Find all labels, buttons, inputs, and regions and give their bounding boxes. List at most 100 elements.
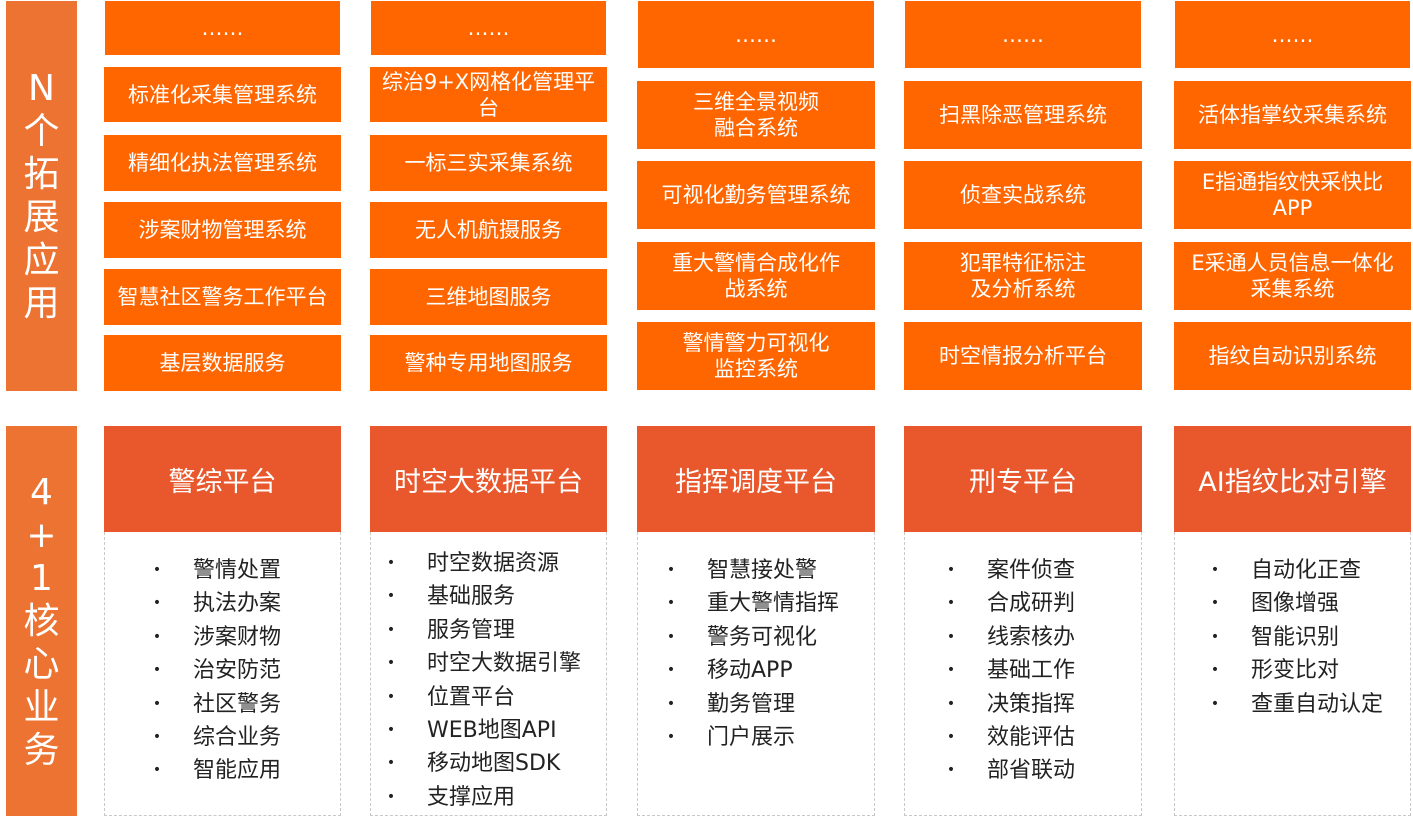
bullet-icon: • xyxy=(1210,562,1220,578)
extension-box: 侦查实战系统 xyxy=(904,161,1142,229)
extension-box: 标准化采集管理系统 xyxy=(104,67,341,122)
extension-box: 三维全景视频融合系统 xyxy=(637,81,875,149)
core-label-char: 心 xyxy=(23,643,60,685)
list-item: •查重自动认定 xyxy=(1205,688,1383,721)
extension-label-char: 应 xyxy=(23,240,60,281)
list-item-label: 移动地图SDK xyxy=(427,751,561,777)
extension-box: 三维地图服务 xyxy=(370,269,607,325)
extension-label-char: 用 xyxy=(23,283,60,324)
extension-box: 一标三实采集系统 xyxy=(370,135,607,191)
list-item-label: 勤务管理 xyxy=(707,691,796,717)
core-platform-body: •警情处置 •执法办案 •涉案财物 •治安防范 •社区警务 •综合业务 •智能应… xyxy=(104,532,341,816)
list-item: • 社区警务 xyxy=(147,688,281,721)
list-item-label: 基础工作 xyxy=(987,658,1076,684)
bullet-icon: • xyxy=(946,595,956,612)
list-item-label: 警务可视化 xyxy=(707,624,818,650)
list-item: •重大警情指挥 xyxy=(661,587,839,620)
list-item: •服务管理 xyxy=(381,614,581,647)
extension-label-char: 个 xyxy=(23,111,60,152)
bullet-icon: • xyxy=(386,555,396,571)
bullet-icon: • xyxy=(946,762,956,779)
core-platform-body: •案件侦查 •合成研判 •线索核办 •基础工作 •决策指挥 •效能评估 •部省联… xyxy=(904,532,1142,816)
list-item: •基础工作 xyxy=(941,654,1075,687)
list-item-label: 位置平台 xyxy=(427,684,516,710)
list-item-label: 基础服务 xyxy=(427,584,516,610)
list-item-label: 部省联动 xyxy=(987,758,1076,784)
list-item-label: 形变比对 xyxy=(1251,658,1340,684)
extension-box: 扫黑除恶管理系统 xyxy=(904,81,1142,149)
list-item-label: 决策指挥 xyxy=(987,691,1076,717)
extension-box: 时空情报分析平台 xyxy=(904,322,1142,390)
extension-box: 综治9+X网格化管理平台 xyxy=(370,67,607,122)
list-item: • 基础服务 xyxy=(381,580,581,613)
list-item: •图像增强 xyxy=(1205,587,1383,620)
bullet-icon: • xyxy=(666,728,676,745)
extension-box: E指通指纹快采快比APP xyxy=(1174,161,1411,229)
extension-label-char: N xyxy=(28,68,55,109)
bullet-icon: • xyxy=(946,695,956,712)
extension-box: 犯罪特征标注及分析系统 xyxy=(904,242,1142,310)
core-platform-title: 刑专平台 xyxy=(904,426,1142,532)
list-item: •综合业务 xyxy=(147,721,281,754)
list-item-label: 支撑应用 xyxy=(427,784,516,810)
extension-box: 智慧社区警务工作平台 xyxy=(104,269,341,325)
extension-box: 指纹自动识别系统 xyxy=(1174,322,1411,390)
bullet-icon: • xyxy=(152,762,162,779)
list-item: • 时空大数据引擎 xyxy=(381,647,581,680)
bullet-icon: • xyxy=(946,562,956,578)
list-item: •智慧接处警 xyxy=(661,554,839,587)
list-item-label: 智能应用 xyxy=(193,758,282,784)
bullet-icon: • xyxy=(1210,695,1220,712)
bullet-icon: • xyxy=(666,628,676,645)
bullet-icon: • xyxy=(152,695,162,712)
bullet-icon: • xyxy=(666,662,676,679)
list-item-label: 执法办案 xyxy=(193,591,282,617)
bullet-icon: • xyxy=(386,655,396,672)
extension-label-char: 展 xyxy=(23,197,60,238)
list-item-label: 治安防范 xyxy=(193,658,282,684)
bullet-icon: • xyxy=(1210,628,1220,645)
list-item-label: 时空大数据引擎 xyxy=(427,651,582,677)
core-platform-body: •自动化正查 •图像增强 •智能识别 •形变比对 •查重自动认定 xyxy=(1174,532,1411,816)
list-item: • 智能识别 xyxy=(1205,621,1383,654)
list-item: •执法办案 xyxy=(147,587,281,620)
list-item: • 治安防范 xyxy=(147,654,281,687)
core-platform-title: 时空大数据平台 xyxy=(370,426,607,532)
bullet-icon: • xyxy=(152,662,162,679)
list-item-label: 门户展示 xyxy=(707,724,796,750)
bullet-icon: • xyxy=(386,721,396,738)
list-item: •形变比对 xyxy=(1205,654,1383,687)
list-item-label: 社区警务 xyxy=(193,691,282,717)
list-item: •警情处置 xyxy=(147,554,281,587)
extension-box: …… xyxy=(104,0,341,56)
list-item-label: 自动化正查 xyxy=(1251,558,1362,583)
core-platform-body: •时空数据资源 • 基础服务 •服务管理 • 时空大数据引擎 • 位置平台 • WEB地… xyxy=(370,532,607,816)
core-platform-title: 警综平台 xyxy=(104,426,341,532)
core-label-char: + xyxy=(26,514,57,556)
list-item: •勤务管理 xyxy=(661,688,839,721)
list-item-label: 移动APP xyxy=(707,658,793,684)
bullet-icon: • xyxy=(1210,595,1220,612)
list-item-label: 合成研判 xyxy=(987,591,1076,617)
list-item-label: WEB地图API xyxy=(427,717,557,743)
bullet-icon: • xyxy=(386,688,396,705)
list-item-label: 智能识别 xyxy=(1251,624,1340,650)
list-item-label: 智慧接处警 xyxy=(707,558,818,583)
bullet-icon: • xyxy=(386,588,396,605)
list-item: • 案件侦查 xyxy=(941,554,1075,587)
list-item-label: 线索核办 xyxy=(987,624,1076,650)
extension-box: 涉案财物管理系统 xyxy=(104,202,341,258)
bullet-icon: • xyxy=(386,755,396,772)
list-item: • 智能应用 xyxy=(147,754,281,787)
extension-box: …… xyxy=(637,0,875,69)
bullet-icon: • xyxy=(946,728,956,745)
core-label-char: 业 xyxy=(23,686,60,728)
list-item-label: 案件侦查 xyxy=(987,558,1076,583)
list-item: •时空数据资源 xyxy=(381,547,581,580)
list-item: • 移动APP xyxy=(661,654,839,687)
extension-label-char: 拓 xyxy=(23,154,60,195)
list-item-label: 综合业务 xyxy=(193,724,282,750)
extension-apps-label: N 个 拓 展 应 用 xyxy=(6,1,77,391)
bullet-icon: • xyxy=(386,621,396,638)
bullet-icon: • xyxy=(666,595,676,612)
